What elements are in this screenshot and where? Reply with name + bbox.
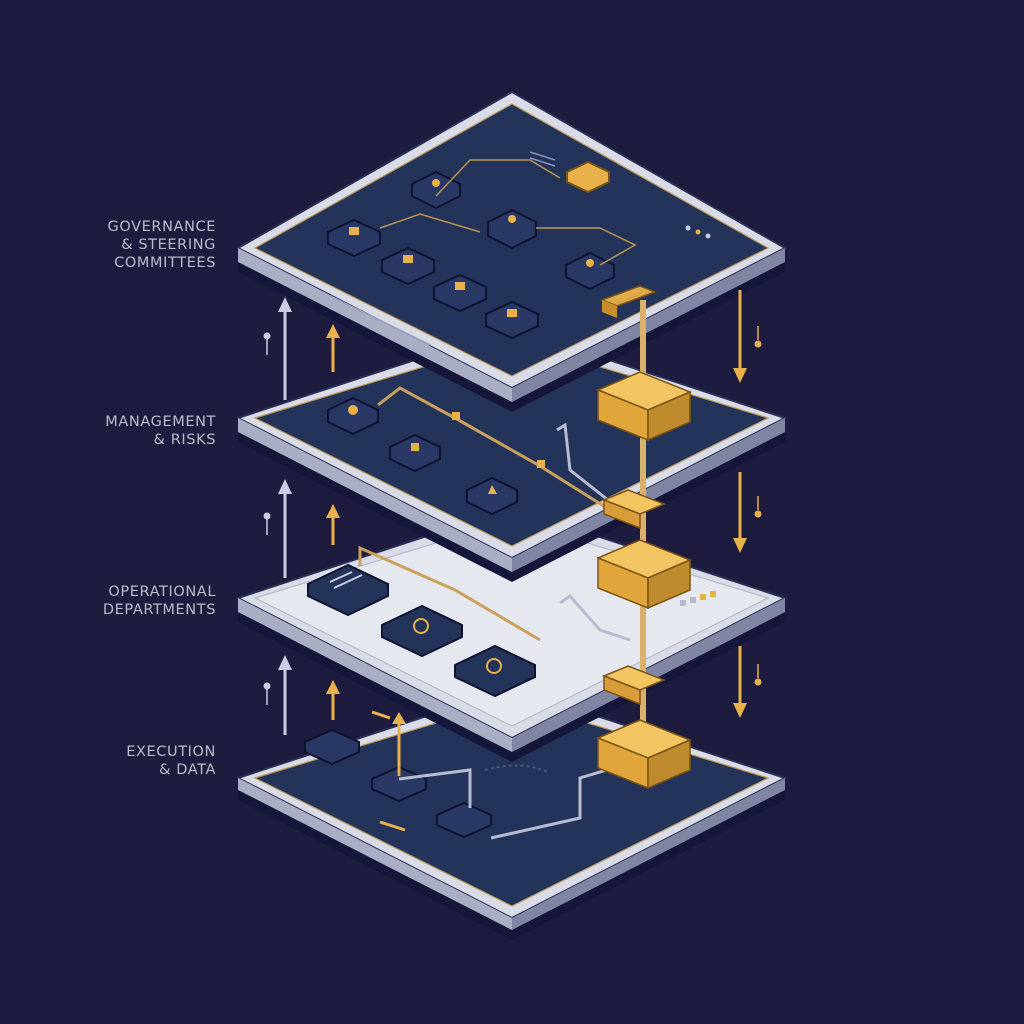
down-arrow-1	[733, 290, 762, 383]
layer-governance	[235, 90, 788, 412]
connector-box-top	[599, 285, 658, 318]
connector-box-3	[596, 719, 692, 790]
management-node-2[interactable]	[389, 433, 441, 473]
operational-doc-card[interactable]	[307, 563, 389, 617]
downward-flow-arrows	[733, 290, 762, 718]
layer-label-management: MANAGEMENT & RISKS	[105, 414, 216, 448]
governance-node-person-1[interactable]	[411, 170, 461, 210]
up-arrow-3	[263, 655, 340, 735]
governance-node-4[interactable]	[327, 218, 381, 258]
governance-node-gold[interactable]	[566, 160, 610, 194]
connector-joint-1	[601, 489, 667, 530]
operational-gear-card[interactable]	[381, 604, 463, 658]
up-arrow-2	[263, 479, 340, 578]
operational-status-bars	[680, 591, 716, 606]
connector-box-1	[596, 371, 692, 442]
operational-network-card[interactable]	[454, 644, 536, 698]
management-node-3[interactable]	[466, 476, 518, 516]
management-node-1[interactable]	[327, 396, 379, 436]
governance-node-person-2[interactable]	[487, 208, 537, 250]
layer-label-governance: GOVERNANCE & STEERING COMMITTEES	[107, 219, 216, 271]
layer-label-operational: OPERATIONAL DEPARTMENTS	[102, 584, 216, 618]
upward-flow-arrows	[263, 297, 340, 735]
gear-icon	[413, 618, 429, 634]
connector-joint-2	[601, 665, 667, 706]
up-arrow-1	[263, 297, 340, 400]
down-arrow-2	[733, 472, 762, 553]
network-icon	[486, 658, 502, 674]
gold-connector-chain	[596, 285, 692, 790]
execution-node-3[interactable]	[436, 801, 492, 839]
governance-node-person-3[interactable]	[565, 251, 615, 291]
governance-node-5[interactable]	[381, 246, 435, 286]
governance-node-6[interactable]	[433, 273, 487, 313]
layer-label-execution: EXECUTION & DATA	[126, 744, 216, 778]
down-arrow-3	[733, 646, 762, 718]
execution-node-1[interactable]	[304, 728, 360, 766]
connector-box-2	[596, 539, 692, 610]
governance-node-7[interactable]	[485, 300, 539, 340]
execution-gold-bar	[371, 710, 406, 832]
